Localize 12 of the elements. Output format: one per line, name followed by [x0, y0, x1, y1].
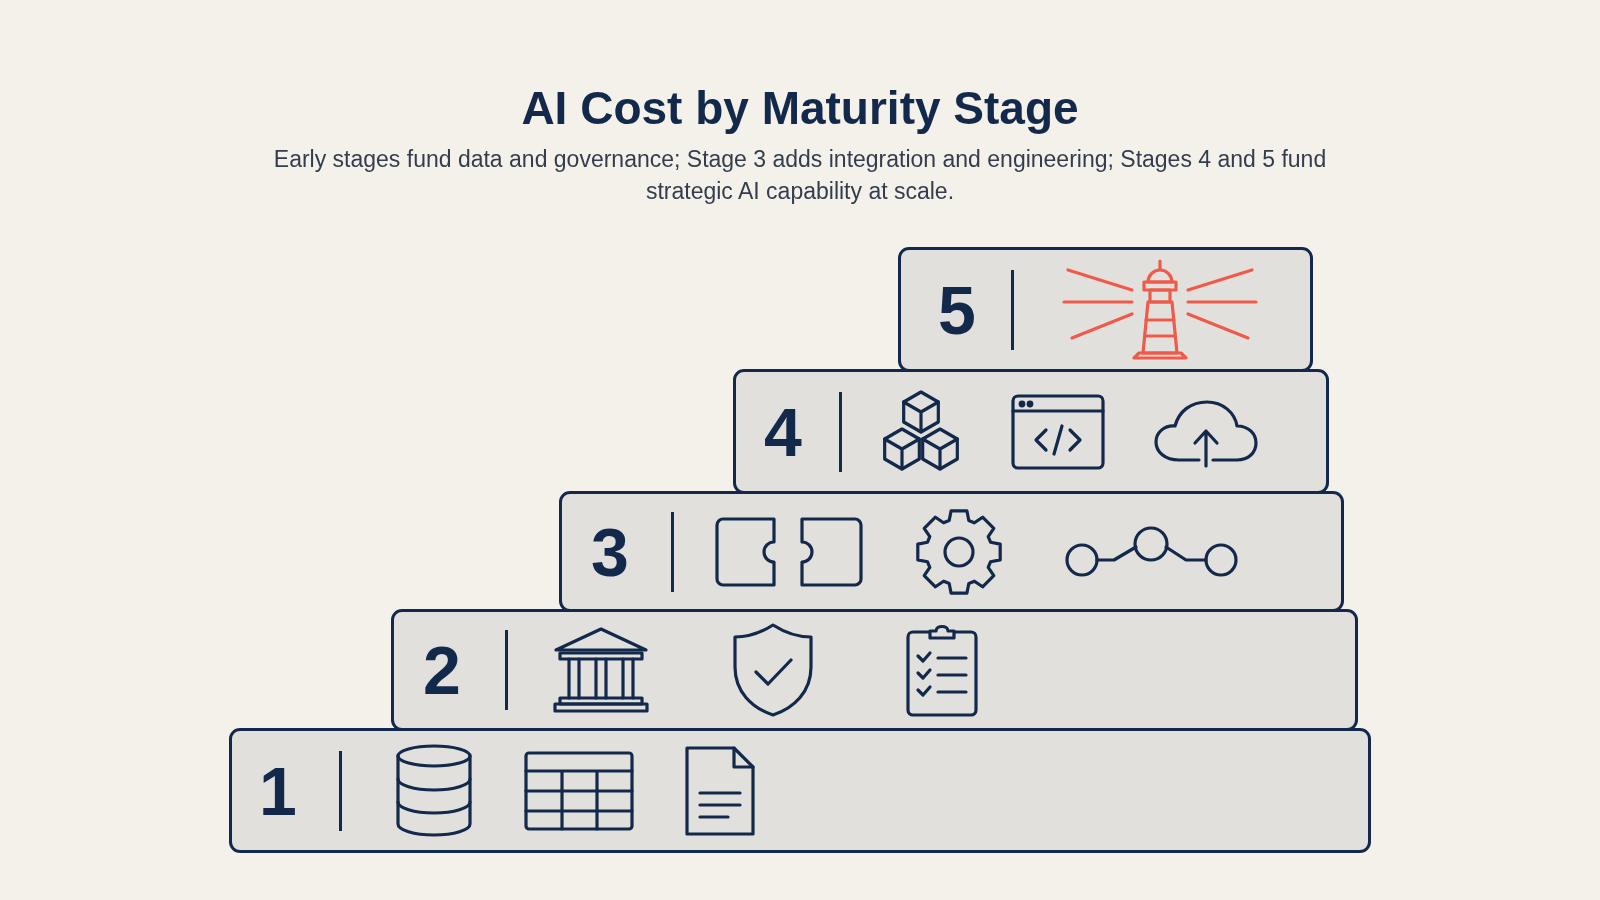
stage-number: 5	[938, 275, 976, 344]
stair-step	[898, 247, 1313, 372]
stage-number: 1	[259, 756, 297, 825]
subtitle: Early stages fund data and governance; Stage 3 adds integration and engineering; Stages 4 and 5 fund strategic AI capability at scale.	[272, 145, 1328, 206]
stage-number: 3	[591, 517, 629, 586]
stage-number: 2	[423, 636, 461, 704]
stair-step	[733, 369, 1329, 494]
stair-step	[391, 609, 1358, 731]
stage-number: 4	[764, 397, 802, 466]
stair-step	[559, 491, 1344, 612]
stair-step	[229, 728, 1371, 853]
title: AI Cost by Maturity Stage	[521, 81, 1079, 136]
